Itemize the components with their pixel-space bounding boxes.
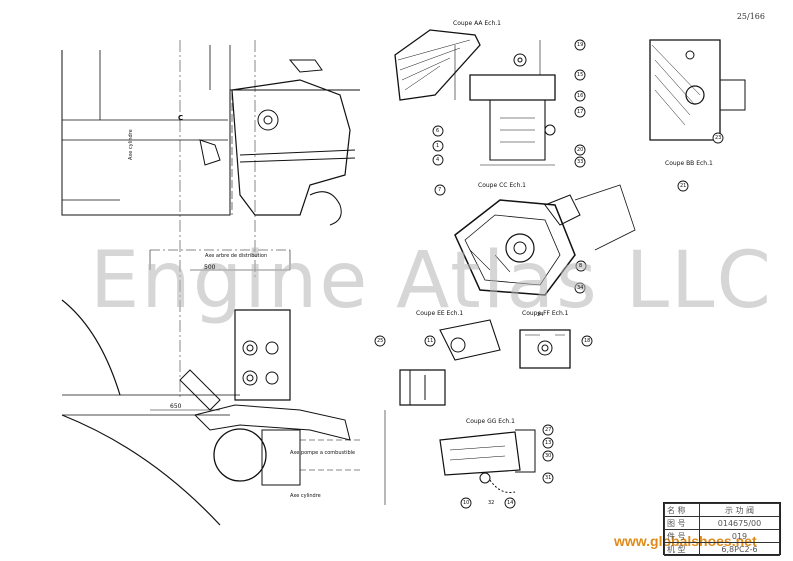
title-value: 6,8PC2-6 <box>699 542 780 556</box>
title-value: 019 <box>699 529 780 543</box>
section-marker-c: C <box>178 114 184 122</box>
title-key: 机 型 <box>664 542 700 556</box>
view-title-gg: Coupe GG Ech.1 <box>466 418 515 425</box>
title-key: 件 号 <box>664 529 700 543</box>
dimension-650: 650 <box>170 403 182 410</box>
annotation-axe-cylindre-bottom: Axe cylindre <box>290 493 321 499</box>
callout-bubbles <box>374 39 724 509</box>
title-block: 名 称 示 功 阀 图 号 014675/00 件 号 019 机 型 6,8P… <box>663 502 781 556</box>
page-number: 25/166 <box>736 12 765 21</box>
title-row: 件 号 019 <box>664 529 780 543</box>
view-title-aa: Coupe AA Ech.1 <box>453 20 501 27</box>
title-key: 名 称 <box>664 503 700 517</box>
title-value: 014675/00 <box>699 516 780 530</box>
annotation-axe-pompe: Axe pompe a combustible <box>290 450 356 456</box>
title-key: 图 号 <box>664 516 700 530</box>
annotation-axe-cylindre: Axe cylindre <box>128 129 134 160</box>
title-row: 机 型 6,8PC2-6 <box>664 542 780 556</box>
view-title-ff: Coupe FF Ech.1 <box>522 310 569 317</box>
view-title-ee: Coupe EE Ech.1 <box>416 310 464 317</box>
dimension-500: 500 <box>204 264 216 271</box>
view-title-bb: Coupe BB Ech.1 <box>665 160 713 167</box>
title-value: 示 功 阀 <box>699 503 780 517</box>
title-row: 图 号 014675/00 <box>664 516 780 530</box>
title-row: 名 称 示 功 阀 <box>664 503 780 517</box>
view-title-cc: Coupe CC Ech.1 <box>478 182 526 189</box>
annotation-axe-distribution: Axe arbre de distribution <box>205 253 268 259</box>
